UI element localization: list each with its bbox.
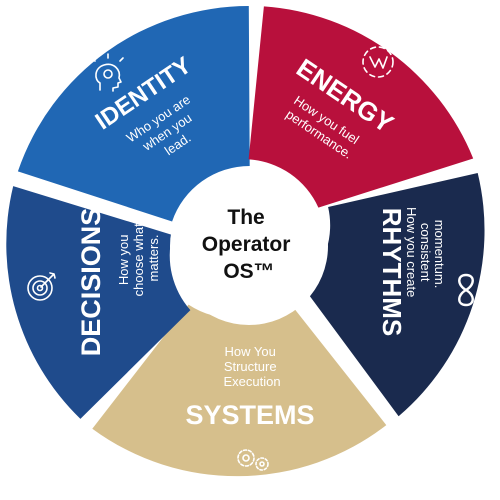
rhythms-title: RHYTHMS <box>377 208 407 337</box>
infinity-icon <box>458 273 474 307</box>
rhythms-desc-line-1: How you create <box>404 207 419 297</box>
energy-segment <box>248 6 474 208</box>
center-title-line-2: Operator <box>202 233 291 256</box>
systems-desc-line-2: Structure <box>224 359 277 374</box>
systems-desc-line-1: How You <box>225 344 276 359</box>
decisions-desc-line-3: matters. <box>146 235 161 282</box>
target-icon <box>27 272 56 301</box>
systems-segment <box>92 298 387 477</box>
decisions-segment <box>6 186 191 419</box>
center-hub <box>170 167 328 325</box>
systems-desc-line-3: Execution <box>223 374 280 389</box>
rhythms-label-group: RHYTHMS How you create consistent moment… <box>377 207 447 336</box>
rhythms-desc-line-2: consistent <box>418 223 433 282</box>
svg-text:How you choose what: How you choose what matters. <box>116 220 161 297</box>
center-title-line-1: The <box>227 206 264 229</box>
decisions-label-group: DECISIONS How you choose what matters. <box>76 208 161 357</box>
svg-text:The Operator OS™: The Operator OS™ <box>202 206 297 283</box>
decisions-desc-line-1: How you <box>116 235 131 286</box>
systems-title: SYSTEMS <box>185 400 314 430</box>
svg-text:How You Structure Exec: How You Structure Execution <box>223 344 280 389</box>
decisions-title: DECISIONS <box>76 208 106 357</box>
center-title-line-3: OS™ <box>223 260 274 283</box>
identity-segment <box>17 6 250 222</box>
svg-text:How you create consisten: How you create consistent momentum. <box>404 207 447 301</box>
rhythms-segment <box>302 173 485 417</box>
decisions-desc-line-2: choose what <box>131 223 146 296</box>
gears-icon <box>237 449 269 471</box>
lightning-icon <box>362 46 394 78</box>
head-brain-icon <box>91 53 124 92</box>
rhythms-desc-line-3: momentum. <box>432 220 447 289</box>
